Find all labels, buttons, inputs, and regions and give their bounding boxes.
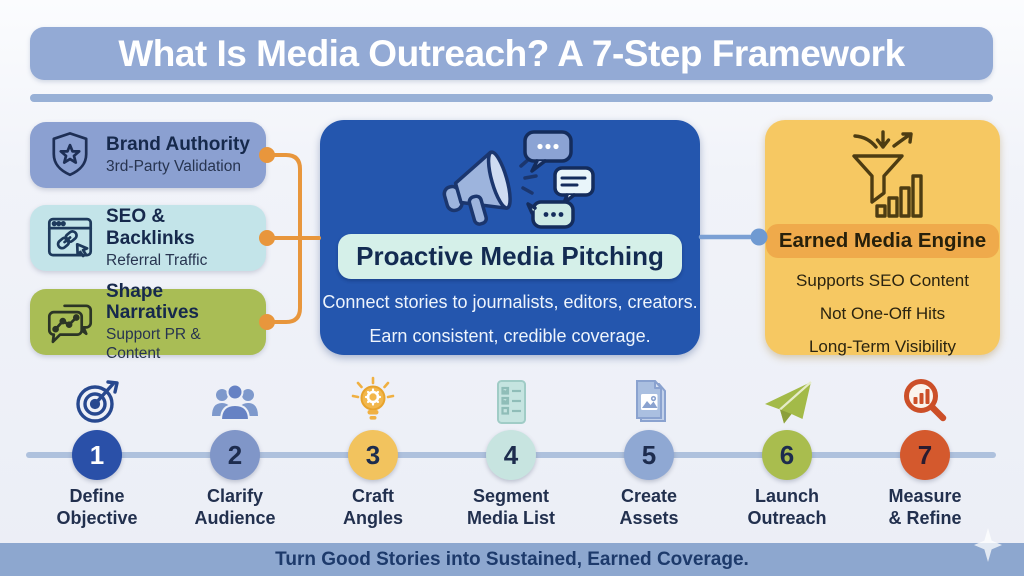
magnifier-chart-icon <box>900 376 950 426</box>
step-label: Clarify Audience <box>194 486 276 528</box>
step-define-objective: 1 Define Objective <box>28 376 166 532</box>
center-card-label-pill: Proactive Media Pitching <box>338 234 682 279</box>
step-number-badge: 3 <box>348 430 398 480</box>
step-number-badge: 2 <box>210 430 260 480</box>
benefit-title: Brand Authority <box>106 133 250 155</box>
idea-bulb-icon <box>348 376 398 426</box>
right-card-earned-media-engine: Earned Media Engine Supports SEO Content… <box>765 120 1000 356</box>
step-label: Launch Outreach <box>747 486 827 528</box>
benefit-card-brand-authority: Brand Authority 3rd-Party Validation <box>30 122 266 188</box>
center-card-proactive-media-pitching: Proactive Media Pitching Connect stories… <box>320 120 700 355</box>
asset-document-icon <box>626 376 672 426</box>
paper-plane-icon <box>760 376 814 426</box>
benefit-subtitle: 3rd-Party Validation <box>106 157 241 175</box>
step-measure-refine: 7 Measure & Refine <box>856 376 994 532</box>
step-clarify-audience: 2 Clarify Audience <box>166 376 304 532</box>
page-title: What Is Media Outreach? A 7-Step Framewo… <box>118 32 905 74</box>
benefit-card-shape-narratives: Shape Narratives Support PR & Content <box>30 281 266 362</box>
browser-link-icon <box>42 210 98 266</box>
target-dart-icon <box>72 376 122 426</box>
title-underline-bar <box>30 94 993 102</box>
step-label: Measure & Refine <box>888 486 962 528</box>
step-number-badge: 6 <box>762 430 812 480</box>
right-card-point: Supports SEO Content <box>796 271 969 290</box>
steps-row: 1 Define Objective 2 Clarify Audience <box>28 376 994 532</box>
shield-star-icon <box>42 127 98 183</box>
center-card-label: Proactive Media Pitching <box>356 241 664 271</box>
center-card-line2: Earn consistent, credible coverage. <box>369 326 651 346</box>
benefit-subtitle: Referral Traffic <box>106 251 208 269</box>
step-create-assets: 5 Create Assets <box>580 376 718 532</box>
step-label: Craft Angles <box>342 486 403 528</box>
right-card-label-pill: Earned Media Engine <box>765 224 1000 258</box>
step-number-badge: 4 <box>486 430 536 480</box>
title-banner: What Is Media Outreach? A 7-Step Framewo… <box>30 27 993 80</box>
step-segment-media-list: 4 Segment Media List <box>442 376 580 532</box>
step-label: Define Objective <box>56 486 138 528</box>
step-number-badge: 7 <box>900 430 950 480</box>
megaphone-icon <box>421 128 599 232</box>
right-card-label: Earned Media Engine <box>778 229 987 252</box>
benefit-subtitle: Support PR & Content <box>106 326 201 362</box>
checklist-icon <box>488 376 534 426</box>
step-craft-angles: 3 Craft Angles <box>304 376 442 532</box>
footer-tagline: Turn Good Stories into Sustained, Earned… <box>275 548 749 570</box>
right-card-point: Long-Term Visibility <box>808 337 957 356</box>
chat-chart-icon <box>42 294 98 350</box>
right-card-point: Not One-Off Hits <box>819 304 946 323</box>
step-launch-outreach: 6 Launch Outreach <box>718 376 856 532</box>
center-card-line1: Connect stories to journalists, editors,… <box>322 292 698 312</box>
benefit-title: Shape Narratives <box>106 280 199 324</box>
benefit-title: SEO & Backlinks <box>106 205 195 249</box>
step-number-badge: 5 <box>624 430 674 480</box>
benefit-card-seo-backlinks: SEO & Backlinks Referral Traffic <box>30 205 266 271</box>
audience-people-icon <box>209 376 261 426</box>
footer-banner: Turn Good Stories into Sustained, Earned… <box>0 543 1024 576</box>
step-label: Segment Media List <box>466 486 555 528</box>
step-number-badge: 1 <box>72 430 122 480</box>
funnel-chart-icon <box>828 128 938 224</box>
step-label: Create Assets <box>619 486 679 528</box>
